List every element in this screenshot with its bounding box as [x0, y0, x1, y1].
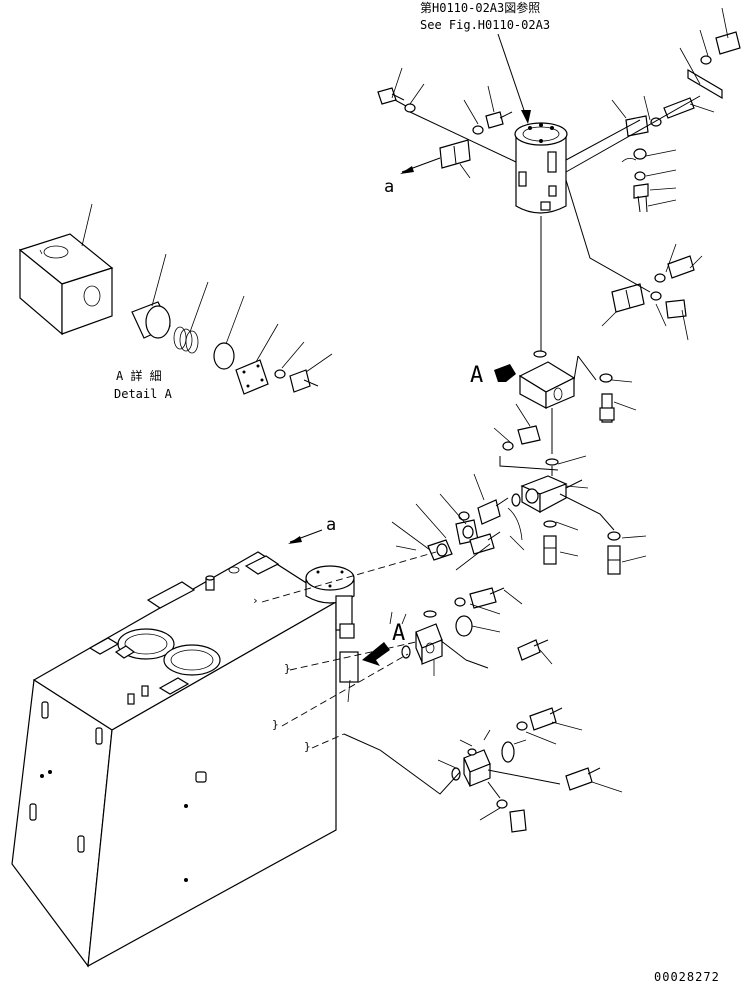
valve-block-a: A: [470, 350, 637, 476]
cover-plate: [235, 359, 269, 395]
block-front: [61, 267, 113, 335]
hydraulic-tank: a › } } }: [11, 515, 461, 968]
reference-arrowhead: [521, 110, 531, 124]
top-right-plate: [687, 68, 723, 100]
tank-front-face: [87, 600, 337, 968]
reference-note: 第H0110-02A3図参照 See Fig.H0110-02A3: [420, 0, 550, 124]
label-a-top: a: [384, 177, 394, 197]
detail-a-jp: A 詳 細: [116, 368, 162, 383]
svg-text:›: ›: [252, 594, 259, 607]
spring: [173, 326, 199, 354]
detail-a-en: Detail A: [114, 387, 173, 401]
reference-note-jp: 第H0110-02A3図参照: [420, 0, 540, 15]
filter-assembly: a: [377, 7, 741, 352]
lower-right-fittings: [650, 255, 695, 319]
flange-cluster: [391, 473, 525, 571]
tee-fitting: [499, 455, 647, 575]
reference-note-en: See Fig.H0110-02A3: [420, 18, 550, 32]
dash-line-1: [261, 551, 437, 603]
right-fittings: [621, 31, 741, 213]
svg-text:}: }: [304, 740, 311, 753]
drawing-number: 00028272: [654, 970, 720, 984]
bolt-upper-left: [377, 87, 416, 113]
label-A-tank: A: [392, 621, 405, 646]
valve-group-bottom: [437, 707, 623, 833]
detail-a-assembly: A 詳 細 Detail A: [18, 203, 333, 401]
valve-group-lower: A: [389, 587, 553, 676]
dash-line-4: [311, 733, 345, 749]
tank-top-fixtures: [88, 555, 280, 705]
arrow-A-valve: [494, 364, 516, 382]
label-A-valve: A: [470, 363, 483, 388]
bottom-route-line: [343, 733, 461, 795]
svg-text:}: }: [284, 662, 291, 675]
tank-side-features: [29, 701, 207, 882]
tank-port-2: [163, 644, 221, 676]
dash-line-3: [281, 653, 409, 727]
bolt-upper-mid: [472, 111, 513, 135]
label-a-tank: a: [326, 515, 336, 535]
o-ring-detail: [213, 342, 235, 370]
svg-text:}: }: [272, 718, 279, 731]
arrow-A-tank: [362, 642, 390, 666]
tank-filter-housing: [305, 565, 359, 683]
reference-arrow-line: [497, 33, 529, 123]
